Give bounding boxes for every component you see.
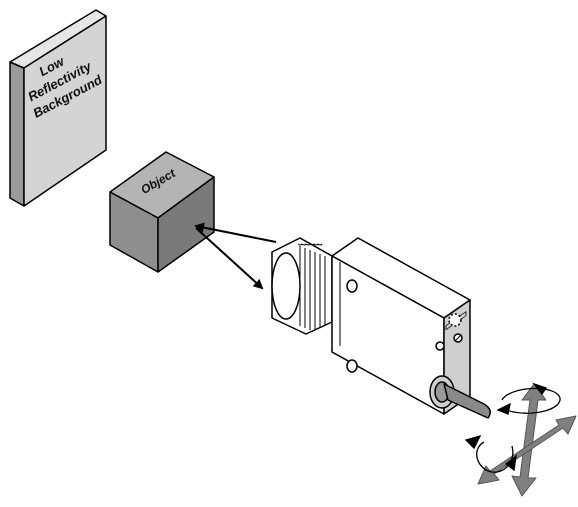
- background-panel-front: [23, 15, 107, 207]
- object-cube-right-face: [157, 176, 215, 273]
- sensor-plate-bottom-line: [331, 351, 427, 405]
- sensor-mount-hole-top: [346, 279, 358, 293]
- axis-arrow-vertical: [511, 383, 547, 497]
- rotation-arrow-upper-head-2: [532, 382, 548, 396]
- sensor-cable: [443, 383, 491, 419]
- sensor-mount-hole-bottom: [346, 359, 358, 373]
- sensor-indicator-led-icon: [448, 313, 462, 327]
- rotation-arrow-upper: [501, 387, 561, 414]
- background-panel: Low Reflectivity Background: [9, 9, 107, 207]
- object-cube: Object: [109, 151, 215, 273]
- rotation-arrow-lower-head-2: [504, 454, 517, 472]
- sensor-threads: [297, 243, 326, 330]
- reflected-beam-arrow: [195, 227, 264, 290]
- sensor-lens: [271, 252, 301, 320]
- sensor-side-screw-icon: [435, 341, 445, 351]
- rotation-arrow-lower-head: [464, 434, 482, 450]
- adjustment-cross-arrows-icon: [464, 382, 577, 497]
- axis-arrow-diagonal: [477, 415, 577, 485]
- rotation-arrow-upper-head: [496, 402, 511, 415]
- light-beams: [194, 222, 277, 290]
- light-beam-arrow: [194, 222, 277, 243]
- sensor-screw-slot: [454, 334, 462, 342]
- photoelectric-sensor: [271, 237, 491, 419]
- rotation-arrows-icon: [464, 382, 561, 473]
- background-panel-side: [9, 61, 25, 207]
